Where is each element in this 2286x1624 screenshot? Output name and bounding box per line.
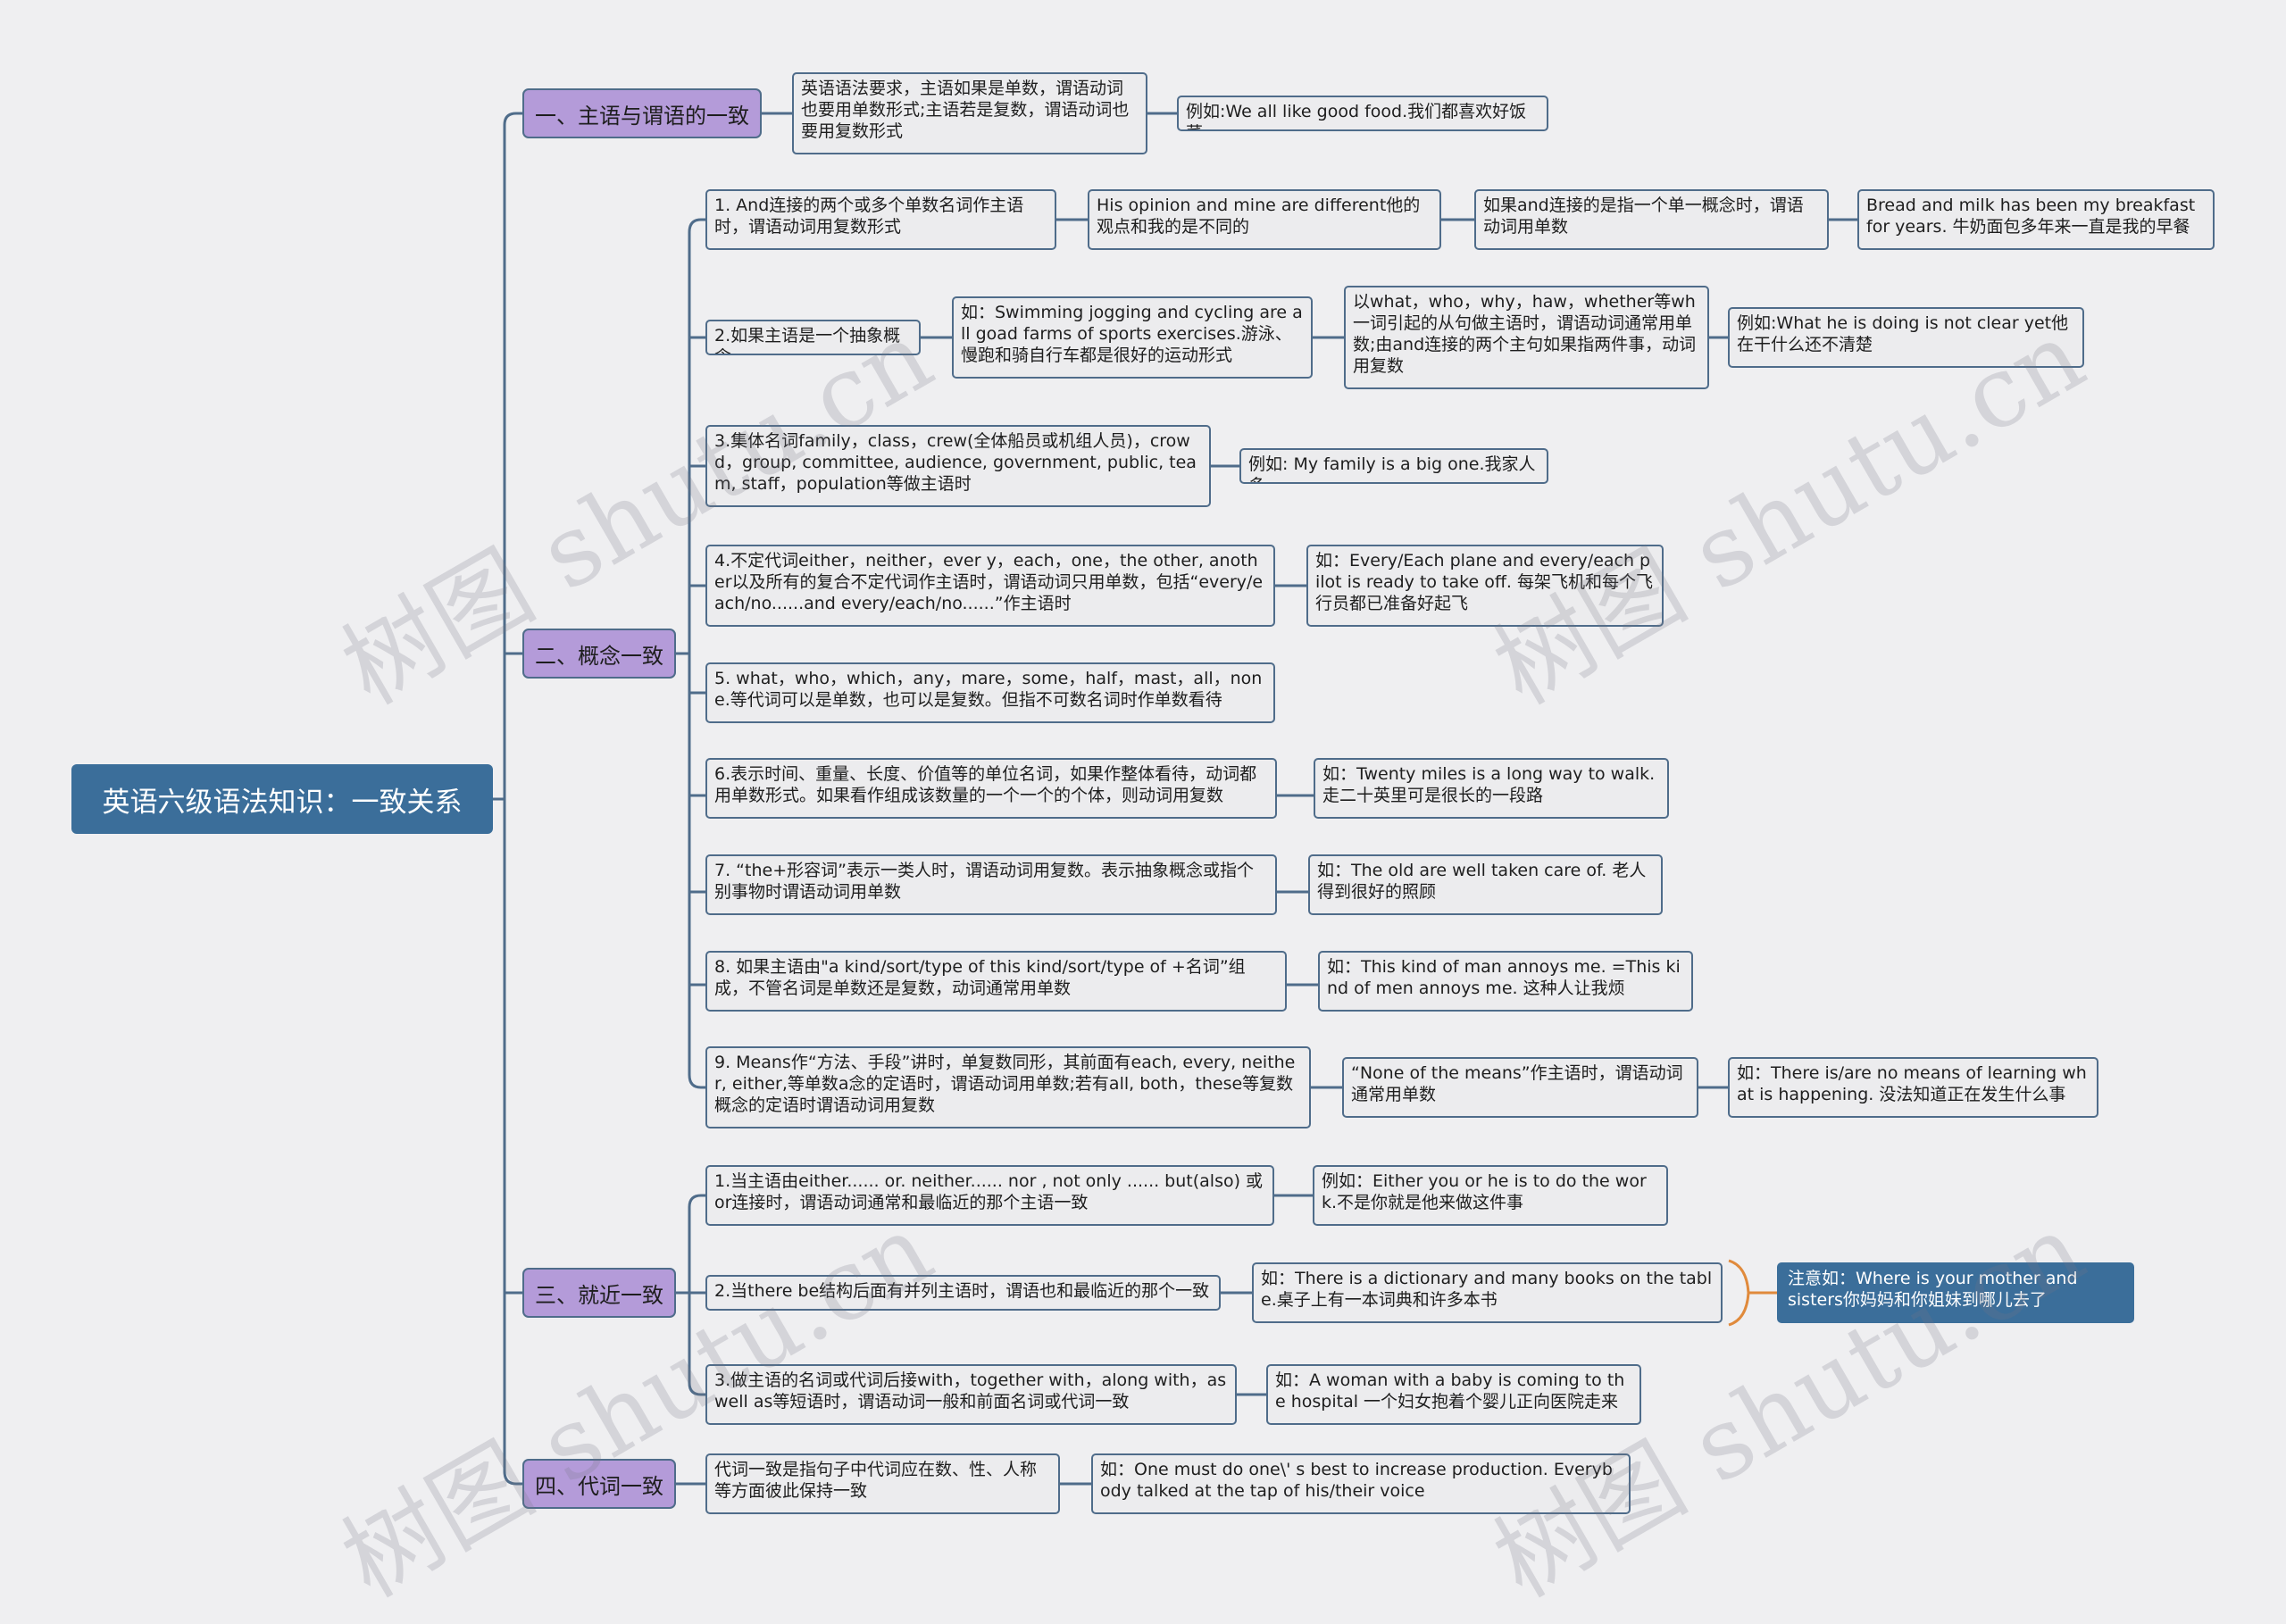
b3-rule2-note-node[interactable]: 注意如：Where is your mother and sisters你妈妈和… — [1777, 1262, 2134, 1323]
b2-rule9-note-node[interactable]: 如：There is/are no means of learning what… — [1728, 1057, 2098, 1118]
b2-rule3-example-node[interactable]: 例如: My family is a big one.我家人多 — [1239, 448, 1548, 484]
b3-rule2-node[interactable]: 2.当there be结构后面有并列主语时，谓语也和最临近的那个一致 — [705, 1275, 1221, 1311]
b3-rule3-example-node[interactable]: 如：A woman with a baby is coming to the h… — [1266, 1364, 1641, 1425]
b2-rule2-example-node[interactable]: 如：Swimming jogging and cycling are all g… — [952, 296, 1313, 379]
b2-rule9-node[interactable]: 9. Means作“方法、手段”讲时，单复数同形，其前面有each, every… — [705, 1046, 1311, 1128]
branch-subject-verb-agreement[interactable]: 一、主语与谓语的一致 — [522, 88, 762, 138]
b2-rule8-example-node[interactable]: 如：This kind of man annoys me. =This kind… — [1318, 951, 1693, 1012]
b3-rule2-example-node[interactable]: 如：There is a dictionary and many books o… — [1252, 1262, 1723, 1323]
b2-rule2-note-node[interactable]: 以what，who，why，haw，whether等wh一词引起的从句做主语时，… — [1344, 286, 1709, 389]
connector-lines — [493, 112, 1857, 1486]
b1-example-node[interactable]: 例如:We all like good food.我们都喜欢好饭菜 — [1177, 96, 1548, 131]
b2-rule7-node[interactable]: 7. “the+形容词”表示一类人时，谓语动词用复数。表示抽象概念或指个别事物时… — [705, 854, 1277, 915]
b3-rule1-node[interactable]: 1.当主语由either...... or. neither...... nor… — [705, 1165, 1274, 1226]
b4-example-node[interactable]: 如：One must do one\' s best to increase p… — [1091, 1453, 1631, 1514]
b2-rule2-note-example-node[interactable]: 例如:What he is doing is not clear yet他在干什… — [1728, 307, 2084, 368]
b2-rule1-note-example-node[interactable]: Bread and milk has been my breakfast for… — [1857, 189, 2215, 250]
b2-rule1-node[interactable]: 1. And连接的两个或多个单数名词作主语时，谓语动词用复数形式 — [705, 189, 1056, 250]
b3-rule3-node[interactable]: 3.做主语的名词或代词后接with，together with，along wi… — [705, 1364, 1237, 1425]
b2-rule6-example-node[interactable]: 如：Twenty miles is a long way to walk.走二十… — [1314, 758, 1669, 819]
branch-pronoun-agreement[interactable]: 四、代词一致 — [522, 1459, 676, 1509]
root-topic[interactable]: 英语六级语法知识：一致关系 — [71, 764, 493, 834]
note-bracket — [1728, 1259, 1750, 1327]
b2-rule4-node[interactable]: 4.不定代词either，neither，ever y，each，one，the… — [705, 545, 1275, 627]
b2-rule4-example-node[interactable]: 如：Every/Each plane and every/each pilot … — [1306, 545, 1664, 627]
b1-rule-node[interactable]: 英语语法要求，主语如果是单数，谓语动词也要用单数形式;主语若是复数，谓语动词也要… — [792, 72, 1147, 154]
branch-proximity-agreement[interactable]: 三、就近一致 — [522, 1268, 676, 1318]
b2-rule8-node[interactable]: 8. 如果主语由"a kind/sort/type of this kind/s… — [705, 951, 1287, 1012]
b4-rule-node[interactable]: 代词一致是指句子中代词应在数、性、人称等方面彼此保持一致 — [705, 1453, 1060, 1514]
b2-rule5-node[interactable]: 5. what，who，which，any，mare，some，half，mas… — [705, 662, 1275, 723]
b2-rule2-node[interactable]: 2.如果主语是一个抽象概念 — [705, 320, 921, 355]
b2-rule9-example-node[interactable]: “None of the means”作主语时，谓语动词通常用单数 — [1342, 1057, 1698, 1118]
mind-map: 英语六级语法知识：一致关系 一、主语与谓语的一致 二、概念一致 三、就近一致 四… — [71, 72, 2215, 1619]
b2-rule7-example-node[interactable]: 如：The old are well taken care of. 老人得到很好… — [1308, 854, 1663, 915]
b2-rule1-note-node[interactable]: 如果and连接的是指一个单一概念时，谓语动词用单数 — [1474, 189, 1829, 250]
branch-notional-agreement[interactable]: 二、概念一致 — [522, 629, 676, 679]
b2-rule3-node[interactable]: 3.集体名词family，class，crew(全体船员或机组人员)，crowd… — [705, 425, 1211, 507]
b2-rule1-example-node[interactable]: His opinion and mine are different他的观点和我… — [1088, 189, 1441, 250]
b2-rule6-node[interactable]: 6.表示时间、重量、长度、价值等的单位名词，如果作整体看待，动词都用单数形式。如… — [705, 758, 1277, 819]
b3-rule1-example-node[interactable]: 例如：Either you or he is to do the work.不是… — [1313, 1165, 1668, 1226]
